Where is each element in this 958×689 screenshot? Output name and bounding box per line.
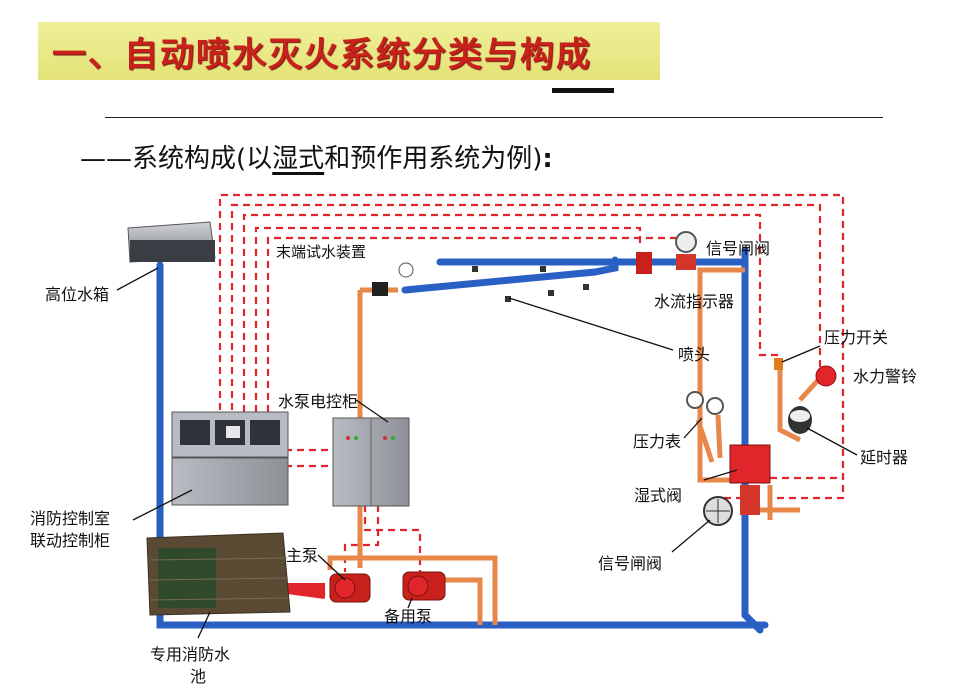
leader-lines	[116, 267, 858, 639]
title-rule	[105, 117, 883, 118]
water-bell	[815, 365, 837, 387]
label-pump-cabinet: 水泵电控柜	[278, 392, 358, 411]
pressure-gauges	[686, 391, 724, 415]
high-water-tank	[127, 221, 216, 263]
main-pump	[329, 573, 371, 603]
top-signal-valve	[636, 231, 697, 274]
label-pressure-switch: 压力开关	[824, 328, 888, 347]
title-band	[38, 22, 660, 80]
label-water-bell: 水力警铃	[853, 367, 917, 386]
bottom-signal-valve	[703, 496, 733, 526]
label-end-test: 末端试水装置	[276, 243, 366, 261]
sprinkler-heads	[472, 266, 589, 302]
label-flow-indicator: 水流指示器	[654, 292, 734, 311]
label-pool-2: 池	[190, 667, 206, 686]
label-pressure-gauge: 压力表	[633, 432, 681, 451]
label-high-tank: 高位水箱	[45, 285, 109, 304]
subtitle-paren: (以	[236, 144, 273, 174]
rule-accent	[552, 88, 614, 93]
label-wet-valve: 湿式阀	[634, 486, 682, 505]
subtitle-colon: :	[542, 144, 553, 174]
pressure-switch	[774, 358, 783, 370]
blue-pipes	[156, 246, 769, 634]
label-standby-pump: 备用泵	[384, 607, 432, 626]
subtitle: ——系统构成(以湿式和预作用系统为例):	[80, 138, 553, 175]
subtitle-underlined: 湿式	[272, 144, 325, 174]
label-signal-valve-bottom: 信号闸阀	[598, 554, 662, 573]
label-sprinkler: 喷头	[678, 345, 710, 364]
delay-chamber	[788, 406, 812, 434]
label-pool-1: 专用消防水	[150, 645, 230, 664]
control-console	[171, 411, 289, 506]
subtitle-dash: ——	[80, 144, 132, 174]
orange-pipes	[300, 267, 822, 625]
wet-alarm-valve	[729, 444, 771, 515]
subtitle-main: 系统构成	[132, 144, 237, 174]
subtitle-rest: 和预作用系统为例)	[324, 144, 543, 174]
pump-control-cabinet	[332, 417, 410, 507]
label-main-pump: 主泵	[286, 546, 318, 565]
page-title: 一、自动喷水灭火系统分类与构成	[52, 35, 592, 75]
label-control-room-2: 联动控制柜	[30, 531, 110, 550]
label-delay: 延时器	[860, 448, 908, 467]
fire-pool	[146, 532, 291, 616]
label-signal-valve-top: 信号闸阀	[706, 239, 770, 258]
label-control-room-1: 消防控制室	[30, 509, 110, 528]
end-test-valve	[372, 262, 414, 296]
standby-pump	[402, 571, 446, 601]
